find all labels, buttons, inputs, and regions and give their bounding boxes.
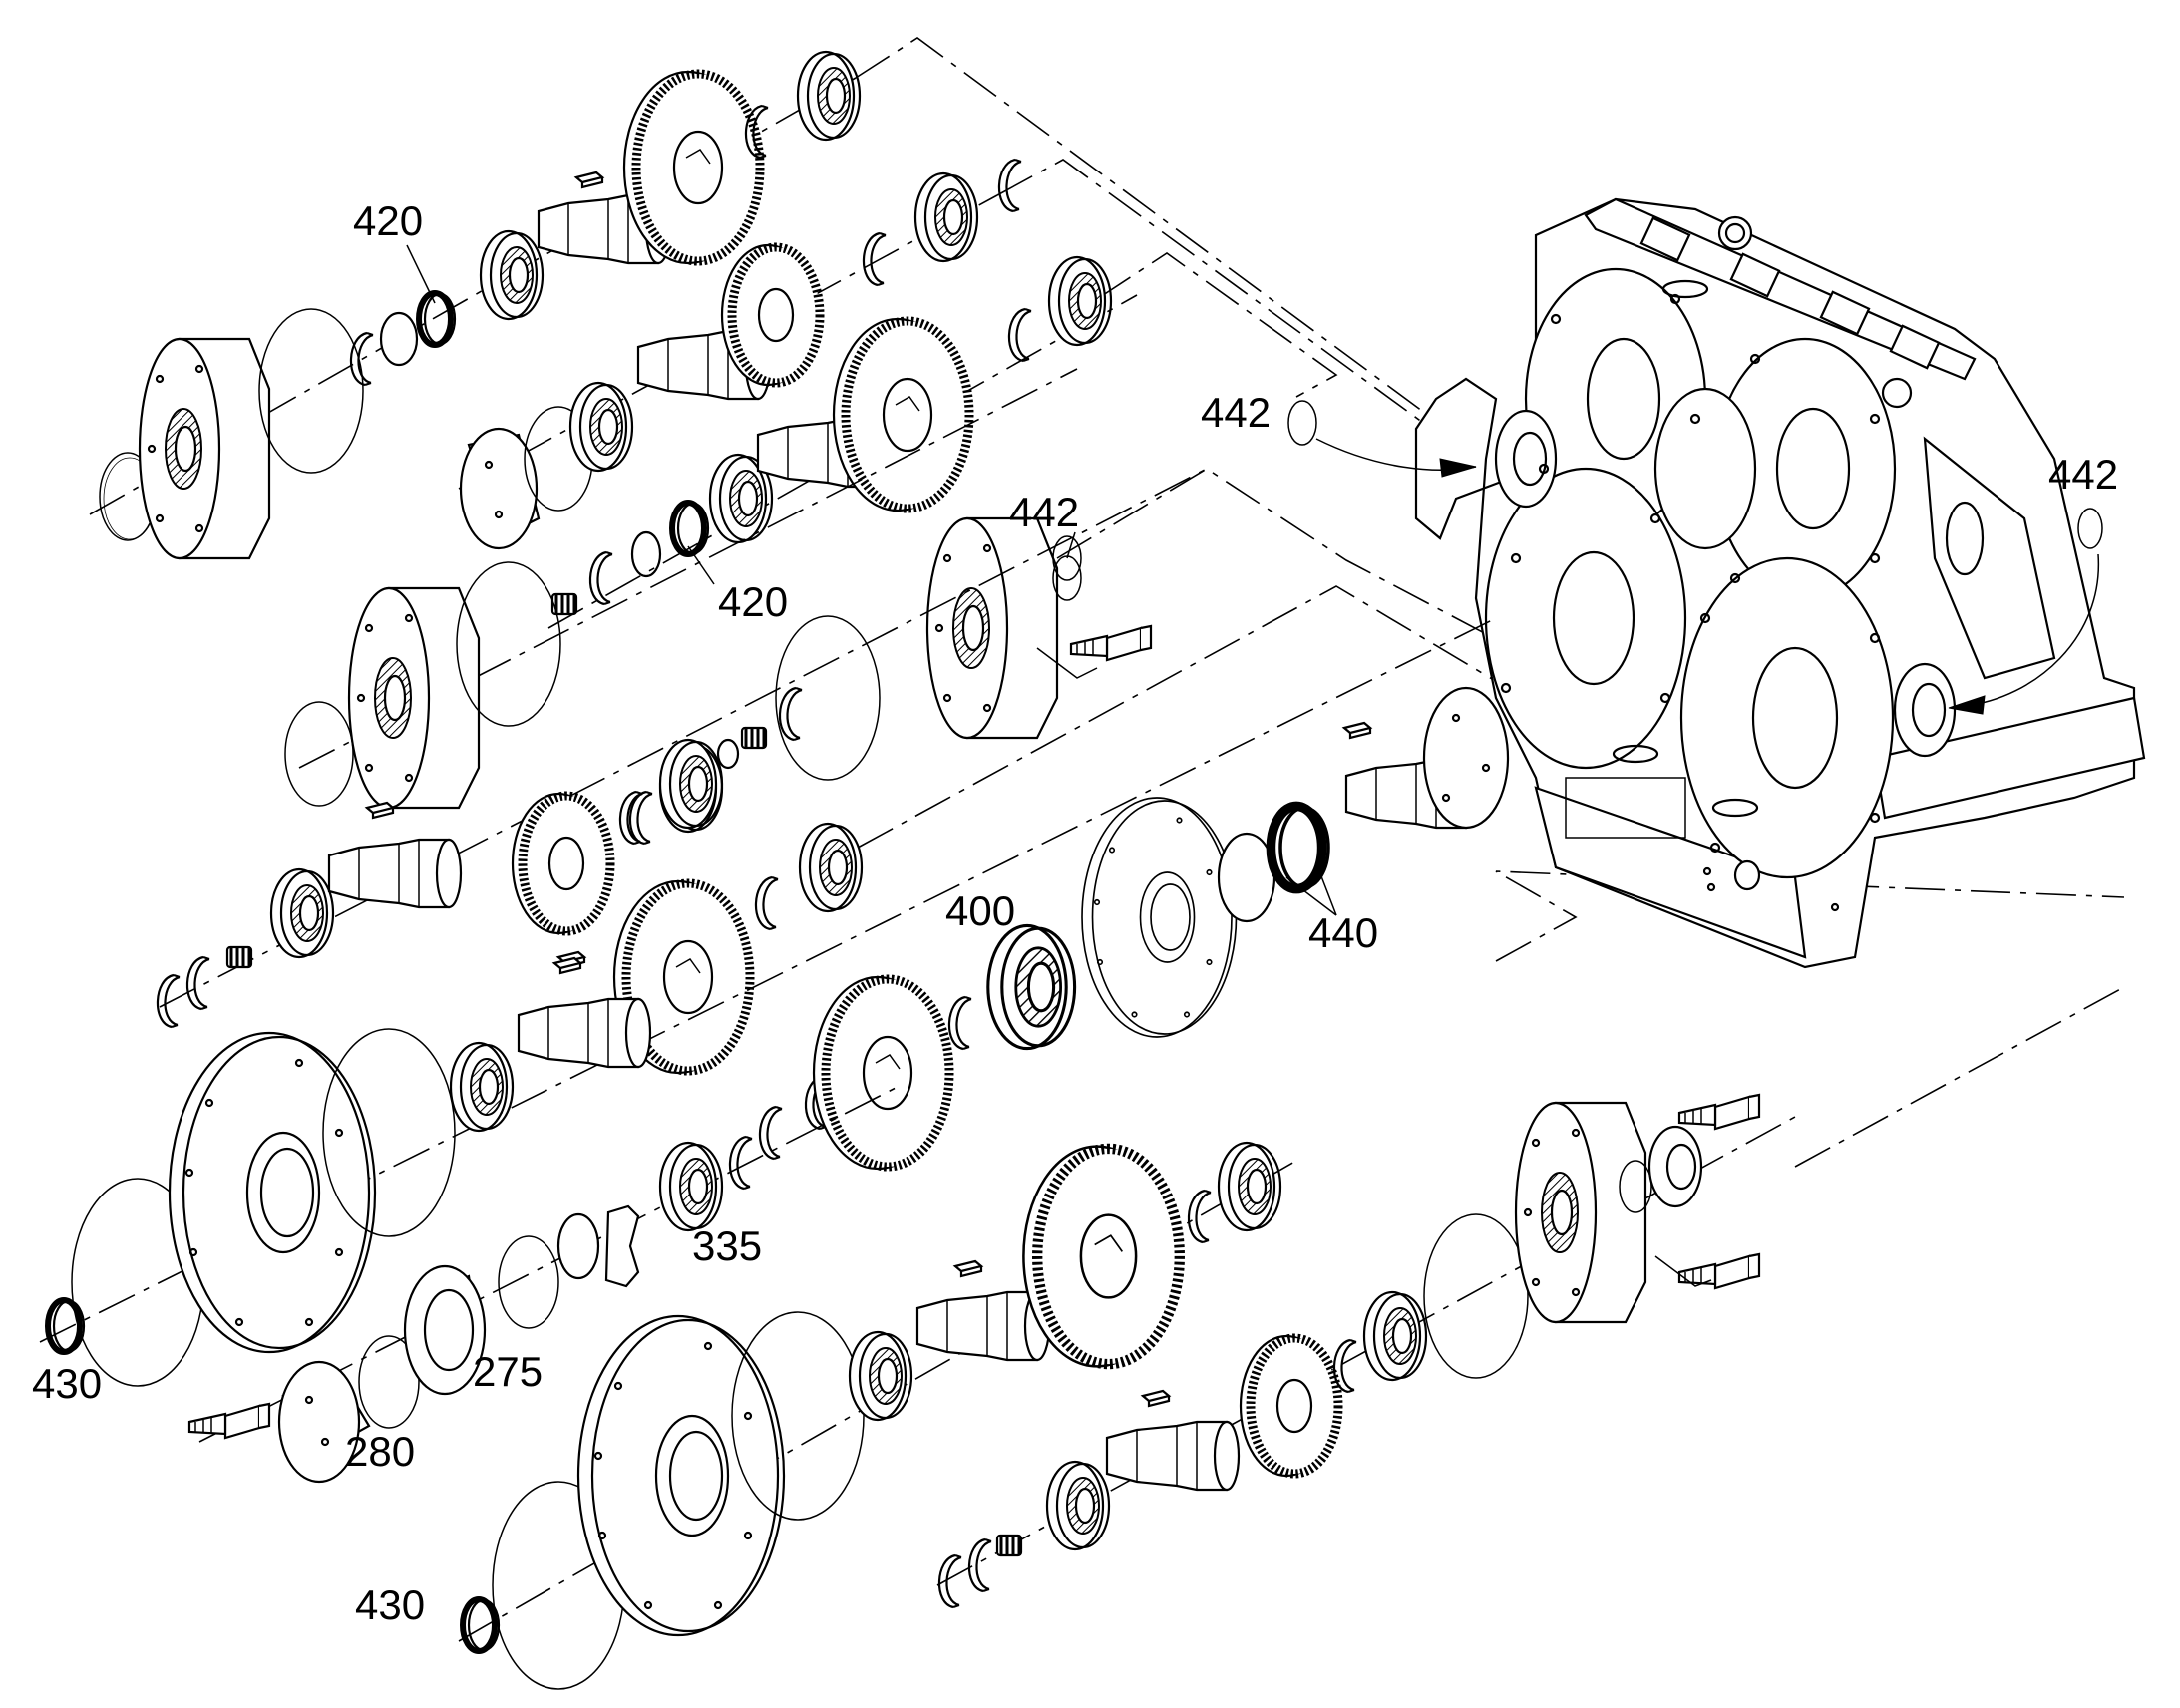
shaft-assembly-3 [547,255,1138,629]
shaft-assembly-7 [187,1086,899,1484]
part-442-rings [1052,400,2103,715]
callout-442-left: 442 [1201,389,1271,436]
part-400-bearing [986,923,1077,1051]
part-335-bearing [658,1141,724,1232]
callout-leaders [406,244,1337,916]
shaft-assembly-9 [936,1093,1796,1609]
callout-280: 280 [345,1428,415,1475]
part-440-seals [1271,806,1328,888]
shaft-assembly-4 [284,368,1153,846]
callout-labels: 420 420 442 442 442 400 440 335 275 280 … [32,197,2118,1628]
shaft-assembly-8 [458,1143,1297,1690]
callout-430-lower: 430 [355,1581,425,1628]
callout-275: 275 [473,1348,543,1395]
callout-430-upper: 430 [32,1360,102,1407]
callout-440: 440 [1308,909,1378,956]
callout-420-middle: 420 [718,578,788,625]
shaft-assembly-6 [39,617,1510,1387]
callout-420-top: 420 [353,197,423,244]
shaft-assembly-1 [89,50,862,560]
callout-335: 335 [692,1222,762,1269]
shaft-assembly-2 [458,158,1023,550]
callout-442-middle: 442 [1009,489,1079,535]
part-275-housing-ring [403,1264,487,1396]
callout-400: 400 [945,887,1015,934]
gearbox-housing [1414,197,2146,969]
callout-442-right: 442 [2048,451,2118,498]
